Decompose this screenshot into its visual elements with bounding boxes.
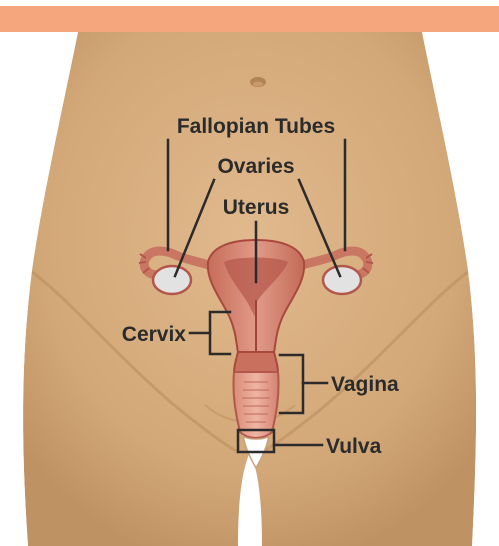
- top-banner: [0, 6, 499, 32]
- label-vulva: Vulva: [326, 435, 382, 458]
- label-vagina: Vagina: [331, 373, 399, 396]
- label-uterus: Uterus: [223, 196, 290, 219]
- right-ovary: [323, 266, 361, 294]
- label-cervix: Cervix: [122, 323, 187, 346]
- left-ovary: [153, 266, 191, 294]
- label-fallopian-tubes: Fallopian Tubes: [177, 115, 335, 138]
- label-ovaries: Ovaries: [217, 155, 294, 178]
- cervix-shape: [234, 352, 278, 372]
- navel-highlight: [253, 82, 263, 87]
